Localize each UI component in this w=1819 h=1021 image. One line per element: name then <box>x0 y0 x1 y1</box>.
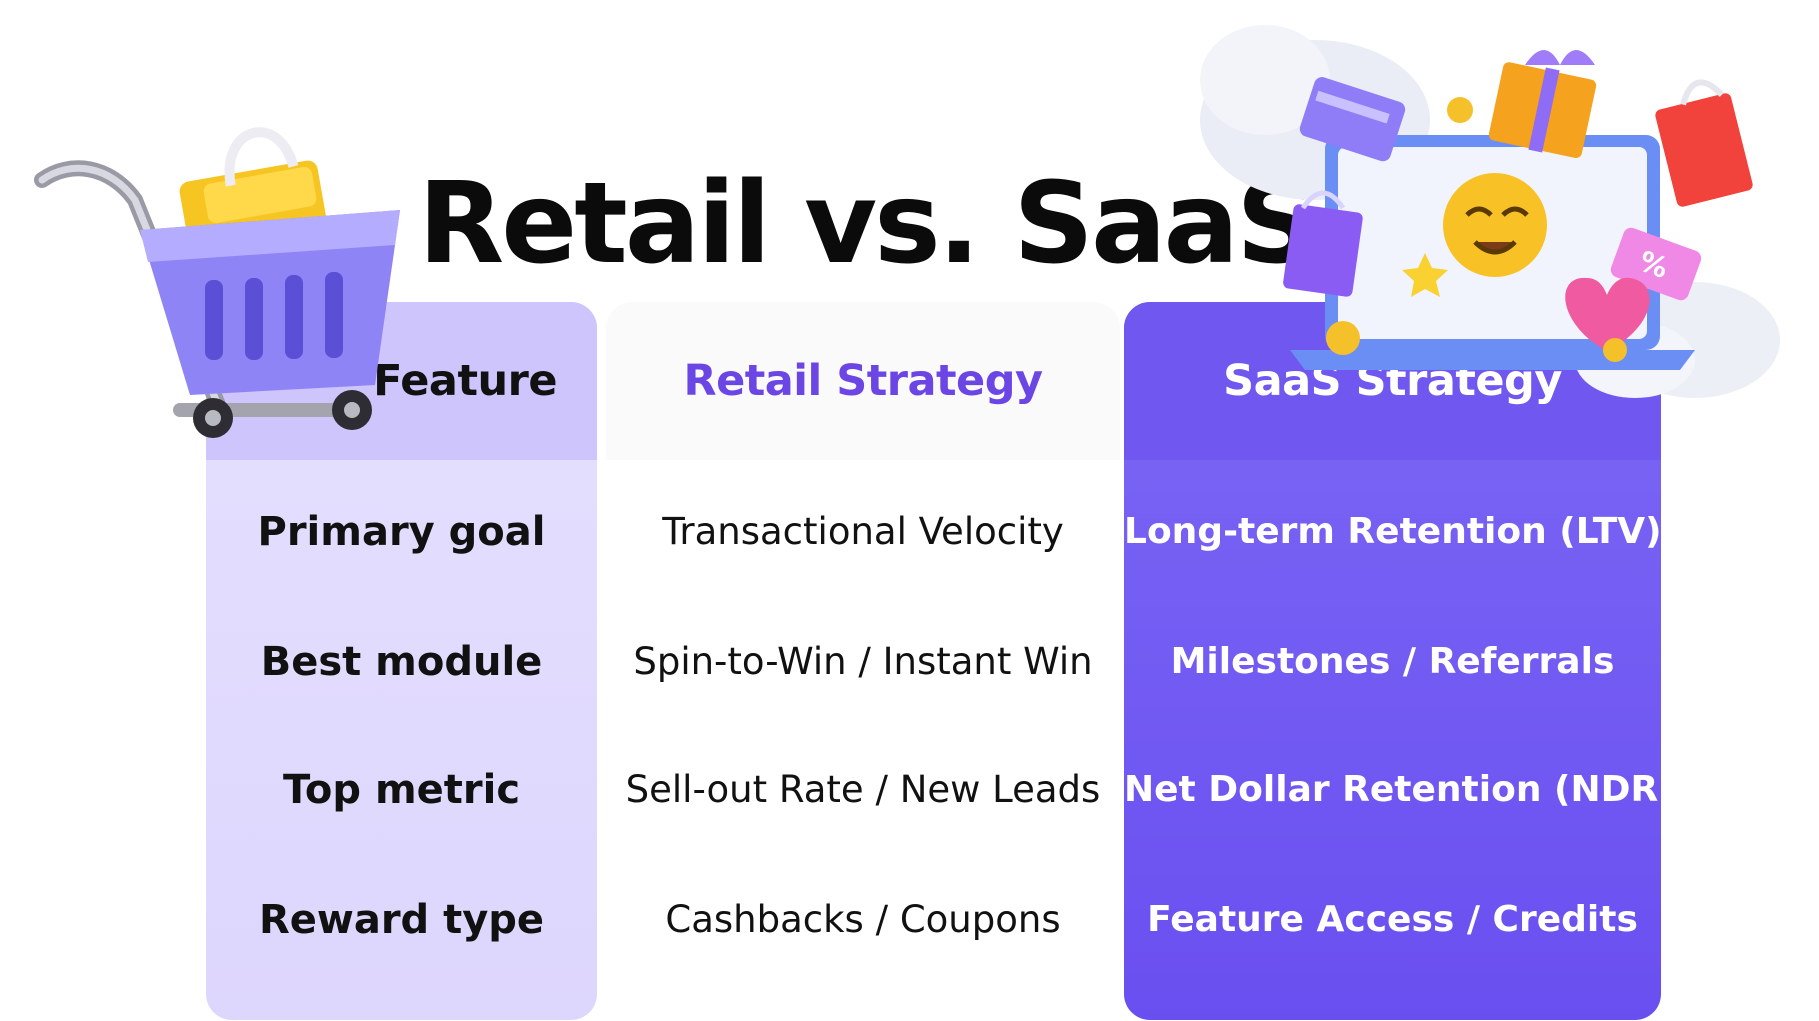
saas-cell: Feature Access / Credits <box>1147 899 1638 940</box>
retail-cell: Transactional Velocity <box>662 510 1064 553</box>
feature-cell: Best module <box>260 639 543 685</box>
saas-cell: Long-term Retention (LTV) <box>1124 511 1661 552</box>
retail-column: Retail Strategy Transactional Velocity S… <box>606 302 1120 1020</box>
feature-cell: Top metric <box>282 767 521 813</box>
page-title: Retail vs. SaaS <box>418 159 1317 289</box>
retail-cell: Cashbacks / Coupons <box>665 898 1061 941</box>
saas-column: SaaS Strategy Long-term Retention (LTV) … <box>1124 302 1661 1020</box>
feature-column: Feature Primary goal Best module Top met… <box>206 302 597 1020</box>
saas-cell: Net Dollar Retention (NDR) <box>1124 769 1661 810</box>
retail-cell: Sell-out Rate / New Leads <box>625 768 1101 811</box>
retail-cell: Spin-to-Win / Instant Win <box>633 640 1093 683</box>
laptop-gifts-icon: % <box>1200 25 1780 398</box>
saas-cell: Milestones / Referrals <box>1170 641 1615 682</box>
feature-cell: Reward type <box>258 897 545 943</box>
feature-cell: Primary goal <box>257 509 546 555</box>
retail-header: Retail Strategy <box>606 302 1120 460</box>
shopping-cart-icon <box>34 127 400 438</box>
